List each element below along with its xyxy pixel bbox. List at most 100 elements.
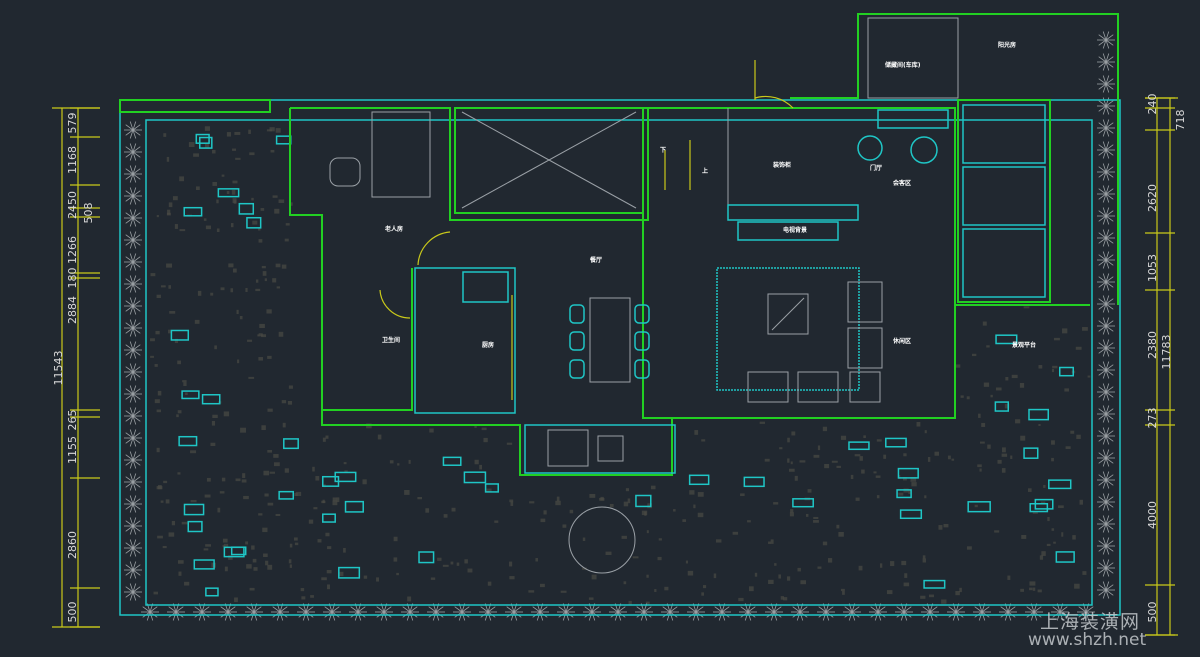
tree-icon	[1097, 273, 1115, 291]
stepping-stone	[994, 401, 1010, 412]
label-cabinet: 装饰柜	[772, 161, 791, 169]
stepping-stone	[897, 467, 919, 479]
tree-icon	[193, 603, 211, 621]
stepping-stone	[283, 438, 299, 450]
left-dimension-segment: 180	[66, 268, 79, 289]
tree-icon	[124, 341, 142, 359]
tree-icon	[1097, 339, 1115, 357]
stepping-stone	[923, 579, 946, 589]
tree-icon	[505, 603, 523, 621]
room-label-lounge: 会客区	[893, 179, 911, 187]
stepping-stone	[442, 456, 462, 466]
tree-icon	[141, 603, 159, 621]
tree-icon	[1097, 251, 1115, 269]
room-label-kitchen: 厨房	[482, 341, 494, 349]
tree-icon	[1097, 31, 1115, 49]
right-dimension-segment: 4000	[1146, 501, 1159, 529]
building-walls	[119, 13, 1119, 476]
left-dimension-segment: 265	[66, 410, 79, 431]
tree-icon	[124, 495, 142, 513]
dining-chair	[634, 304, 650, 324]
tree-icon	[1097, 141, 1115, 159]
stepping-stone	[334, 471, 357, 483]
stepping-stone	[896, 489, 912, 499]
tree-icon	[124, 297, 142, 315]
left-dimension-segment: 1155	[66, 436, 79, 464]
site-boundary-outer	[119, 99, 1121, 616]
tree-icon	[1097, 427, 1115, 445]
stepping-stone	[1055, 551, 1075, 563]
tree-icon	[1097, 405, 1115, 423]
tree-icon	[167, 603, 185, 621]
tree-icon	[635, 603, 653, 621]
stepping-stone	[1048, 479, 1072, 490]
left-dimension-segment: 579	[66, 113, 79, 134]
tree-icon	[124, 231, 142, 249]
tree-icon	[124, 517, 142, 535]
tree-icon	[1097, 559, 1115, 577]
left-dimension-segment: 1168	[66, 146, 79, 174]
room-label-foyer: 门厅	[870, 164, 882, 172]
stepping-stone	[187, 520, 203, 533]
room-label-garden-room: 阳光房	[998, 41, 1016, 49]
stepping-stones	[170, 133, 1075, 597]
right-dimension-segment: 500	[1146, 602, 1159, 623]
room-label-bathroom: 卫生间	[382, 336, 400, 344]
right-dimension-segment: 2380	[1146, 331, 1159, 359]
stepping-stone	[193, 559, 215, 570]
tree-icon	[921, 603, 939, 621]
furniture	[329, 111, 938, 574]
stepping-stone	[848, 441, 870, 451]
tree-icon	[1097, 53, 1115, 71]
tree-icon	[219, 603, 237, 621]
left-dimension-segment: 1266	[66, 236, 79, 264]
stepping-stone	[322, 513, 336, 523]
dining-chair	[634, 359, 650, 379]
tree-icon	[124, 165, 142, 183]
stepping-stone	[635, 494, 652, 508]
stepping-stone	[246, 216, 262, 229]
tree-icon	[661, 603, 679, 621]
stepping-stone	[1029, 503, 1049, 513]
tree-icon	[687, 603, 705, 621]
stepping-stone	[230, 546, 247, 556]
tree-icon	[557, 603, 575, 621]
dining-chair	[634, 331, 650, 351]
label-tv-wall: 电视背景	[783, 226, 807, 234]
stepping-stone	[278, 490, 295, 500]
watermark-url: www.shzh.net	[1028, 630, 1147, 650]
stepping-stone	[418, 551, 435, 564]
tree-icon	[1097, 317, 1115, 335]
tree-icon	[765, 603, 783, 621]
tree-icon	[1097, 471, 1115, 489]
stepping-stone	[995, 334, 1018, 345]
dining-chair	[569, 331, 585, 351]
room-label-dining: 餐厅	[589, 256, 602, 264]
tree-icon	[791, 603, 809, 621]
tree-icon	[999, 603, 1017, 621]
stair-down-label: 下	[660, 147, 666, 154]
tree-icon	[124, 363, 142, 381]
stepping-stone	[238, 202, 255, 215]
tree-icon	[124, 539, 142, 557]
tree-icon	[1097, 163, 1115, 181]
tree-icon	[124, 407, 142, 425]
room-label-storage: 储藏间(车库)	[884, 61, 921, 69]
tree-icon	[1097, 229, 1115, 247]
tree-icon	[947, 603, 965, 621]
stepping-stone	[899, 509, 923, 520]
tree-icon	[973, 603, 991, 621]
tree-icon	[349, 603, 367, 621]
tree-icon	[1097, 449, 1115, 467]
stepping-stone	[170, 329, 190, 341]
tree-border	[124, 31, 1115, 621]
left-dimension-segment: 2860	[66, 531, 79, 559]
stepping-stone	[885, 437, 907, 448]
tree-icon	[124, 385, 142, 403]
dining-chair	[569, 359, 585, 379]
tree-icon	[124, 561, 142, 579]
tree-icon	[1097, 185, 1115, 203]
tree-icon	[124, 451, 142, 469]
